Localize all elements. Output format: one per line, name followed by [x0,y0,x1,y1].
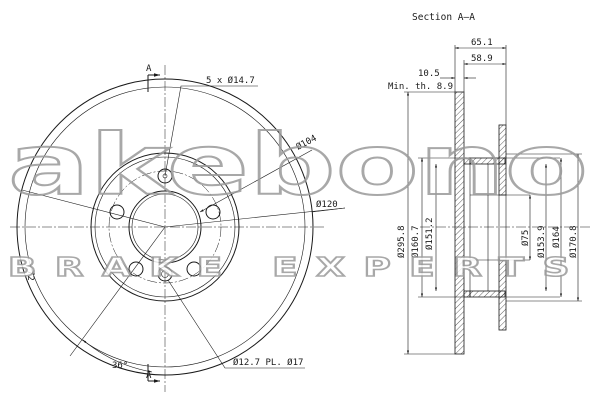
bolt-hole-label: 5 x Ø14.7 [206,75,255,86]
stud-hole-label: Ø12.7 PL. Ø17 [233,357,303,368]
center-bore-label: Ø75 [520,230,531,246]
watermark-brand: akebono [8,116,588,214]
friction-ring-section [454,91,465,355]
min-thickness-label: Min. th. 8.9 [388,82,453,92]
stud-hole-inner [161,270,169,278]
pcd-leader-tail [311,207,346,213]
pcd-leader [164,207,346,228]
hat-neck-bottom [463,290,471,298]
hat-height-label: 58.9 [471,54,493,64]
watermark: akebono BRAKE EXPERTS [7,115,589,284]
bolt-hole [109,204,125,220]
vertical-dimensions: Ø295.8 Ø160.7 Ø151.2 Ø75 Ø153.9 Ø164 Ø17… [396,91,582,355]
thickness-label: 10.5 [418,69,440,79]
bolt-hole-group [109,168,221,282]
pcd-label: Ø120 [316,199,338,210]
bolt-hole-center [162,173,168,179]
section-letter-top: A [146,64,152,74]
section-view: Section A–A 65.1 58.9 10.5 Min. th. 8.9 [388,12,590,355]
angle72-ray [21,189,166,228]
inner-friction-label: Ø160.7 [410,225,421,258]
outer-diameter-label: Ø295.8 [396,225,407,258]
overall-width-label: 65.1 [471,38,493,48]
angle-ray [69,226,166,357]
hat-inner-label: Ø153.9 [536,225,547,258]
bolt-hole [157,168,173,184]
angle72-label: 72 [25,270,35,281]
d164-label: Ø164 [551,226,562,248]
center-ring-leader [199,149,313,213]
angle-label: 36° [112,361,128,371]
hat-outer-label: Ø151.2 [424,217,435,250]
stud-hole-leader [167,279,305,369]
stud-hole [157,266,173,282]
bolt-hole-leader [164,85,258,177]
bolt-hole [186,261,202,277]
bolt-hole [128,261,144,277]
d170-label: Ø170.8 [568,225,579,258]
section-title: Section A–A [412,12,475,23]
watermark-tagline: BRAKE EXPERTS [8,253,588,283]
section-letter-bottom: A [146,371,152,381]
angle-arc [82,339,153,373]
front-view: A A 5 x Ø14.7 Ø104 Ø120 Ø12.7 PL. Ø17 36… [10,64,346,392]
